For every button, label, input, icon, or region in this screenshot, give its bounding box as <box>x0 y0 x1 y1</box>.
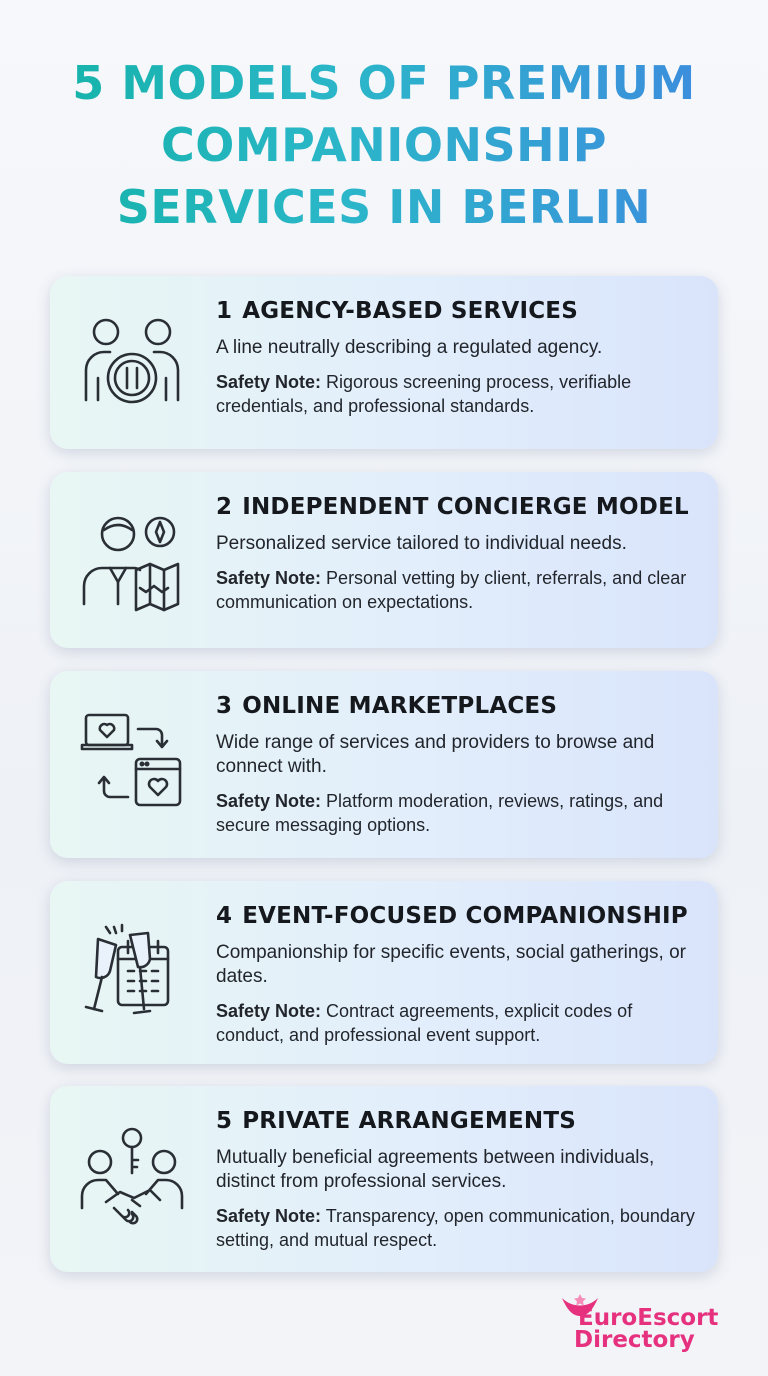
safety-label: Safety Note: <box>216 372 322 392</box>
card-title: AGENCY-BASED SERVICES <box>242 298 578 324</box>
title-line-2: COMPANIONSHIP <box>161 118 607 172</box>
title-line-1: 5 MODELS OF PREMIUM <box>72 56 696 110</box>
card-number: 1 <box>216 298 233 324</box>
model-card-event: 4 EVENT-FOCUSED COMPANIONSHIP Companionsh… <box>50 881 718 1064</box>
brand-mark-icon <box>562 1294 598 1316</box>
handshake-key-icon <box>78 1126 186 1234</box>
card-description: A line neutrally describing a regulated … <box>216 337 603 358</box>
model-card-marketplaces: 3 ONLINE MARKETPLACES Wide range of servi… <box>50 671 718 858</box>
people-shield-icon <box>78 308 186 416</box>
model-card-concierge: 2 INDEPENDENT CONCIERGE MODEL Personalize… <box>50 472 718 648</box>
card-heading: 2 INDEPENDENT CONCIERGE MODEL <box>216 492 702 522</box>
card-description: Mutually beneficial agreements between i… <box>216 1147 655 1192</box>
title-line-3: SERVICES IN BERLIN <box>116 180 652 234</box>
card-description: Wide range of services and providers to … <box>216 732 655 777</box>
champagne-calendar-icon <box>78 921 186 1029</box>
card-number: 4 <box>216 903 233 929</box>
card-number: 5 <box>216 1108 233 1134</box>
card-title: PRIVATE ARRANGEMENTS <box>242 1108 576 1134</box>
model-card-agency: 1 AGENCY-BASED SERVICES A line neutrally … <box>50 276 718 449</box>
safety-text: Personal vetting by client, referrals, a… <box>216 568 687 612</box>
card-heading: 3 ONLINE MARKETPLACES <box>216 691 702 721</box>
card-safety-note: Safety Note: Personal vetting by client,… <box>216 566 702 614</box>
card-description: Personalized service tailored to individ… <box>216 533 627 554</box>
page-title: 5 MODELS OF PREMIUM COMPANIONSHIP SERVIC… <box>0 52 768 238</box>
safety-text: Rigorous screening process, verifiable c… <box>216 372 632 416</box>
card-number: 3 <box>216 693 233 719</box>
card-safety-note: Safety Note: Rigorous screening process,… <box>216 370 702 418</box>
card-safety-note: Safety Note: Platform moderation, review… <box>216 789 702 837</box>
safety-text: Platform moderation, reviews, ratings, a… <box>216 791 664 835</box>
model-card-private: 5 PRIVATE ARRANGEMENTS Mutually beneficia… <box>50 1086 718 1272</box>
card-heading: 1 AGENCY-BASED SERVICES <box>216 296 702 326</box>
card-title: INDEPENDENT CONCIERGE MODEL <box>242 494 689 520</box>
safety-text: Transparency, open communication, bounda… <box>216 1206 695 1250</box>
concierge-map-compass-icon <box>78 508 186 616</box>
brand-logo[interactable]: EuroEscort Directory <box>558 1292 748 1354</box>
brand-name-line-1: EuroEscort <box>578 1305 719 1331</box>
card-number: 2 <box>216 494 233 520</box>
card-title: ONLINE MARKETPLACES <box>242 693 558 719</box>
laptop-tablet-exchange-icon <box>78 711 186 819</box>
card-description: Companionship for specific events, socia… <box>216 942 686 987</box>
safety-text: Contract agreements, explicit codes of c… <box>216 1001 633 1045</box>
card-heading: 4 EVENT-FOCUSED COMPANIONSHIP <box>216 901 702 931</box>
safety-label: Safety Note: <box>216 791 322 811</box>
brand-name-line-2: Directory <box>574 1327 695 1353</box>
card-title: EVENT-FOCUSED COMPANIONSHIP <box>242 903 688 929</box>
card-safety-note: Safety Note: Transparency, open communic… <box>216 1204 702 1252</box>
safety-label: Safety Note: <box>216 1206 322 1226</box>
card-heading: 5 PRIVATE ARRANGEMENTS <box>216 1106 702 1136</box>
safety-label: Safety Note: <box>216 568 322 588</box>
card-safety-note: Safety Note: Contract agreements, explic… <box>216 999 702 1047</box>
safety-label: Safety Note: <box>216 1001 322 1021</box>
